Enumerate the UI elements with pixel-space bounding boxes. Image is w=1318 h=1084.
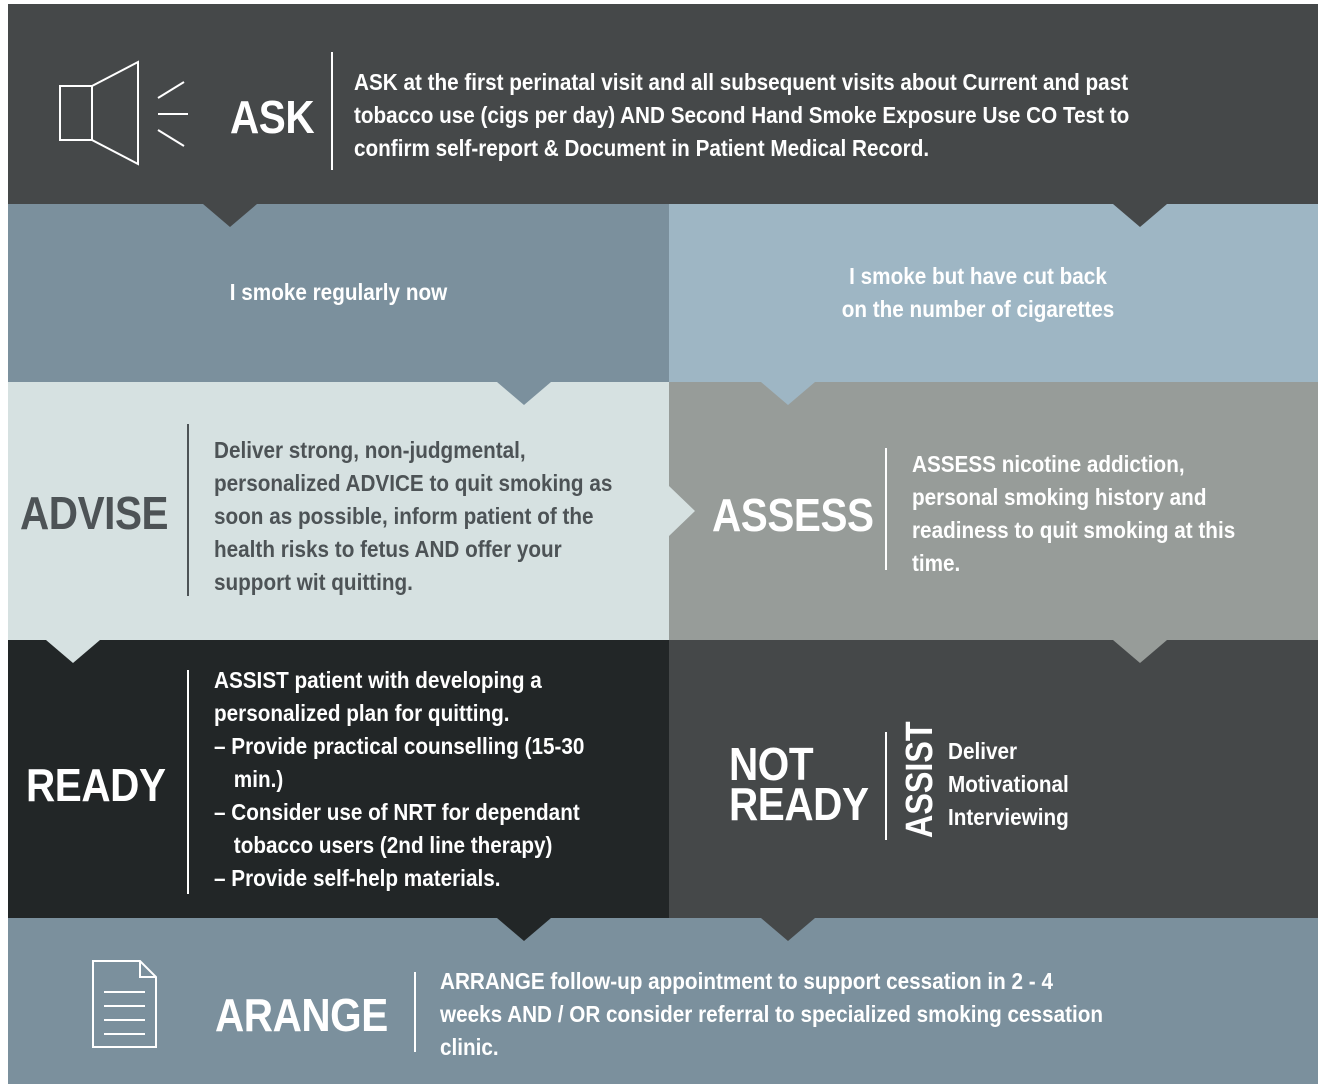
advise-bottom-arrow (46, 640, 100, 663)
ready-list-item: – Provide self-help materials. (214, 865, 501, 891)
not-ready-divider (885, 732, 887, 840)
not-ready-line1: Deliver (948, 738, 1018, 764)
megaphone-icon (59, 60, 188, 166)
ready-divider (187, 670, 189, 894)
ready-panel: READY ASSIST patient with developing a p… (8, 640, 669, 918)
advise-text: Deliver strong, non-judgmental, personal… (214, 437, 613, 595)
advise-panel: ADVISE Deliver strong, non-judgmental, p… (8, 382, 669, 640)
response-regular-text: I smoke regularly now (229, 279, 448, 305)
ask-arrow-left (203, 204, 257, 227)
response-cutback-line2: on the number of cigarettes (841, 296, 1115, 322)
not-ready-arrow (761, 918, 815, 941)
ready-arrow (497, 918, 551, 941)
ready-list: – Provide practical counselling (15-30 m… (214, 730, 628, 895)
advise-heading: ADVISE (20, 487, 169, 539)
advise-arrow (669, 486, 695, 536)
not-ready-line2: Motivational (948, 771, 1069, 797)
assess-panel: ASSESS ASSESS nicotine addiction, person… (669, 382, 1318, 640)
ready-content: ASSIST patient with developing a persona… (214, 664, 628, 895)
ask-arrow-right (1113, 204, 1167, 227)
ready-list-item: – Consider use of NRT for dependant toba… (214, 799, 580, 858)
arrange-heading: ARANGE (215, 989, 388, 1041)
assess-heading: ASSESS (712, 489, 874, 541)
not-ready-panel: NOT READY ASSIST Deliver Motivational In… (669, 640, 1318, 918)
arrange-panel: ARANGE ARRANGE follow-up appointment to … (8, 918, 1318, 1084)
ask-panel: ASK ASK at the first perinatal visit and… (8, 4, 1318, 204)
ready-list-item: – Provide practical counselling (15-30 m… (214, 733, 585, 792)
not-ready-text: Deliver Motivational Interviewing (948, 735, 1218, 834)
response-cutback-panel: I smoke but have cut back on the number … (669, 204, 1318, 382)
not-ready-line3: Interviewing (948, 804, 1069, 830)
assess-text: ASSESS nicotine addiction, personal smok… (912, 451, 1236, 576)
response-regular-panel: I smoke regularly now (8, 204, 669, 382)
not-ready-vertical-label: ASSIST (899, 721, 941, 838)
not-ready-heading-line2: READY (729, 778, 869, 830)
response-right-arrow (761, 382, 815, 405)
advise-divider (187, 424, 189, 596)
ask-divider (331, 52, 333, 170)
response-cutback-line1: I smoke but have cut back (849, 263, 1107, 289)
response-cutback-text: I smoke but have cut back on the number … (700, 260, 1256, 326)
ready-intro: ASSIST patient with developing a persona… (214, 667, 542, 726)
response-left-arrow (497, 382, 551, 405)
not-ready-heading-line1: NOT (729, 738, 814, 790)
ask-text: ASK at the first perinatal visit and all… (354, 69, 1130, 161)
arrange-text: ARRANGE follow-up appointment to support… (440, 968, 1104, 1060)
assess-divider (885, 448, 887, 570)
assess-bottom-arrow (1113, 640, 1167, 663)
arrange-divider (414, 972, 416, 1052)
not-ready-heading: NOT READY (729, 738, 869, 830)
ready-heading: READY (26, 759, 166, 811)
document-icon (92, 960, 157, 1048)
ask-heading: ASK (230, 91, 315, 143)
